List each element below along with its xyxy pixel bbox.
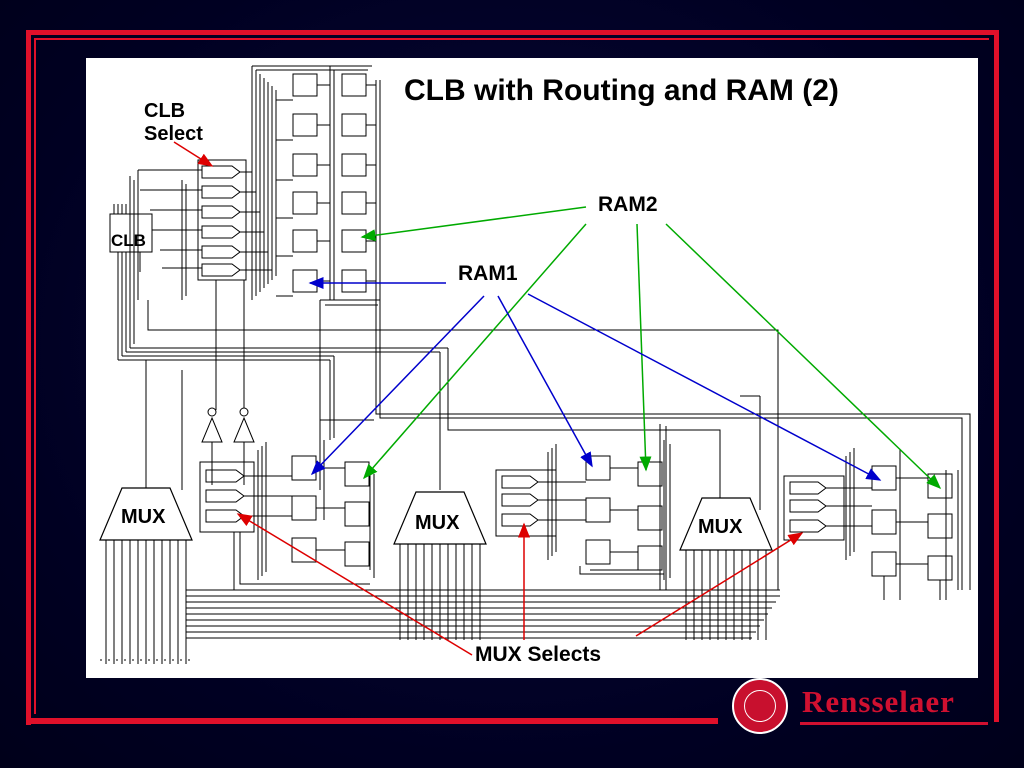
frame-inner-left [34, 38, 36, 714]
brand-underline [800, 722, 988, 725]
select-arrows [173, 141, 804, 656]
mux-selects-label: MUX Selects [475, 643, 602, 666]
mux-label-middle: MUX [415, 512, 460, 534]
ram2-label: RAM2 [598, 193, 658, 216]
diagram-panel [86, 58, 978, 678]
frame-border-bottom [26, 718, 718, 724]
slide-title: CLB with Routing and RAM (2) [404, 74, 839, 107]
mux-select-wires [100, 540, 780, 664]
mux-label-left: MUX [121, 506, 166, 528]
frame-inner-top [34, 38, 989, 40]
clb-box [109, 204, 153, 360]
frame-border-left [26, 30, 31, 725]
rensselaer-logo: Rensselaer [730, 676, 992, 738]
clb-select-mux-column [129, 159, 272, 300]
top-ram-block [251, 65, 381, 306]
routing-wires [118, 280, 971, 590]
buffers [201, 407, 255, 485]
ram1-label: RAM1 [458, 262, 518, 285]
bottom-left-cluster [199, 420, 375, 591]
clb-label: CLB [111, 231, 146, 250]
rensselaer-seal-icon [732, 678, 788, 734]
mux-shapes [99, 487, 773, 551]
bottom-middle-cluster [495, 440, 671, 580]
frame-border-top [26, 30, 999, 35]
mux-label-right: MUX [698, 516, 743, 538]
ram1-arrows [308, 277, 882, 481]
bottom-right-cluster [783, 448, 959, 600]
ram2-arrows [360, 206, 942, 490]
frame-border-right [994, 30, 999, 722]
clb-select-label: CLB Select [144, 100, 203, 145]
brand-name: Rensselaer [802, 684, 955, 719]
